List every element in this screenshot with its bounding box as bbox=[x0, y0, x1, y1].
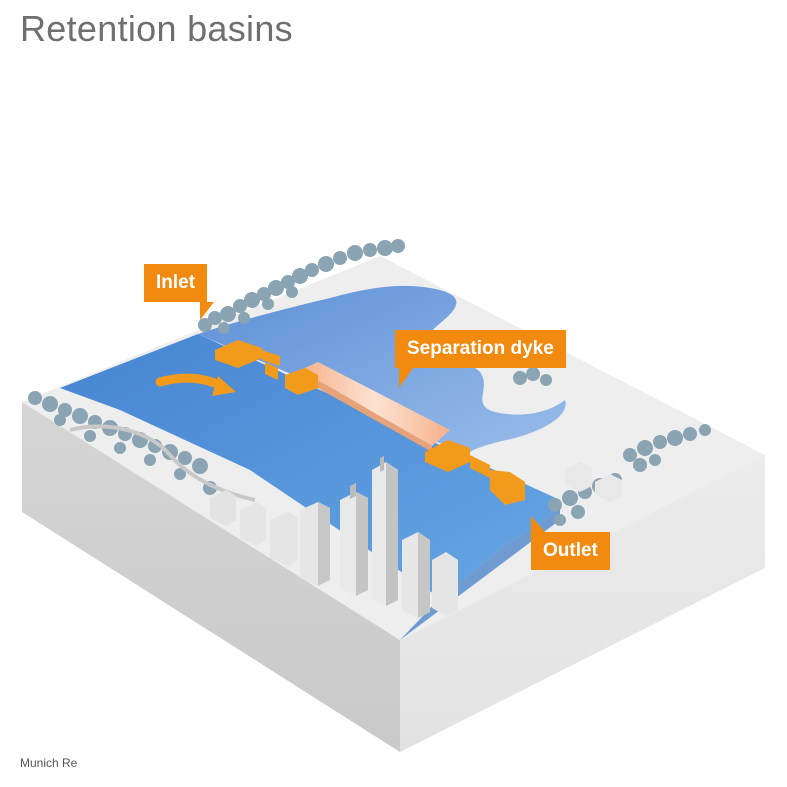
road bbox=[69, 424, 256, 502]
block-right-face bbox=[400, 455, 765, 752]
retention-basin bbox=[198, 285, 566, 452]
inlet-callout: Inlet bbox=[144, 264, 215, 320]
inlet-structure bbox=[215, 340, 318, 395]
block-left-face bbox=[22, 402, 400, 752]
outlet-callout: Outlet bbox=[531, 516, 610, 570]
diagram-title: Retention basins bbox=[20, 8, 293, 49]
outlet-structure bbox=[425, 440, 525, 505]
separation-dyke-callout: Separation dyke bbox=[395, 330, 566, 388]
river bbox=[60, 334, 560, 598]
city-buildings bbox=[210, 456, 622, 618]
tree-cluster-right bbox=[513, 367, 711, 526]
separation-dyke bbox=[300, 362, 450, 446]
tree-cluster-top bbox=[198, 239, 405, 334]
source-credit: Munich Re bbox=[20, 756, 78, 770]
